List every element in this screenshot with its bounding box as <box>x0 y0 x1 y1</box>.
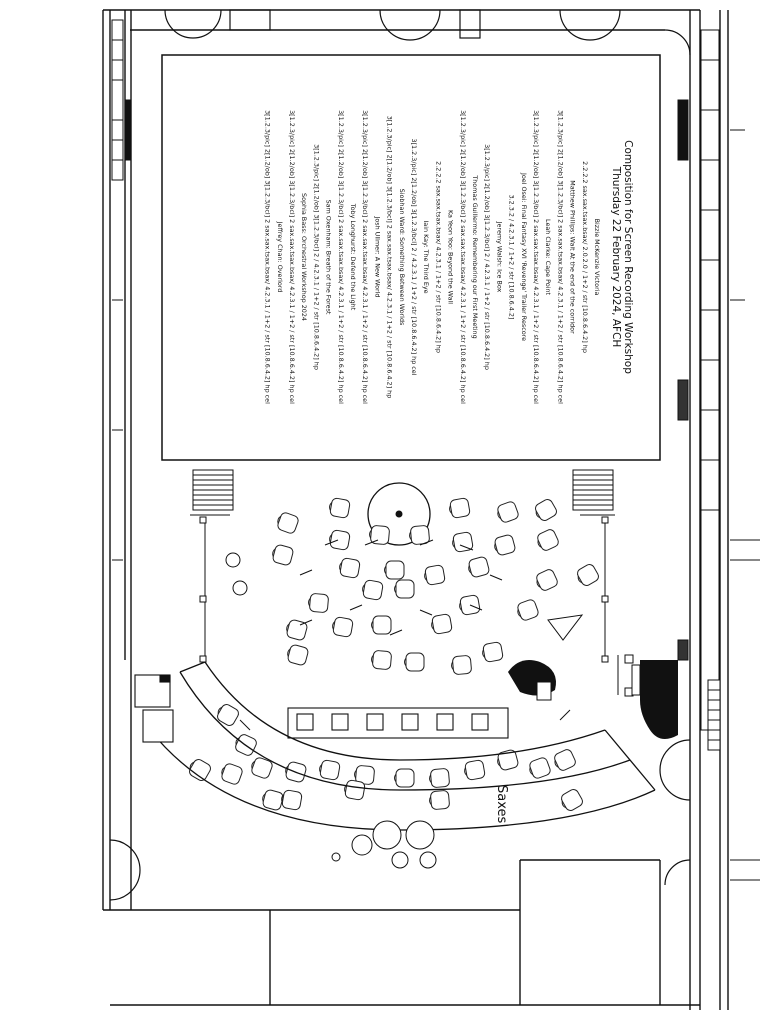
programme-line: 3[1.2.3/pic] 2[1.2/ob] 3[1.2.3/bcl] 2 sa… <box>361 110 369 404</box>
programme-line: 3[1.2.3/pic] 2[1.2/ob] 3[1.2.3/bcl] 2 sa… <box>556 110 564 404</box>
timpani-left <box>225 552 248 596</box>
chair <box>317 758 341 781</box>
programme-line: Leah Clarke: Cape Point <box>544 219 552 296</box>
programme-line: Toby Longhurst: Defend the Light <box>349 203 357 311</box>
right-doors <box>659 739 691 886</box>
right-stairs <box>572 469 614 511</box>
programme-line: Matthew Phillips: Wait At the end of the… <box>569 180 577 334</box>
chair <box>462 759 486 782</box>
programme-line: 3[1.2.3/pic] 2[1.2/ob] 3[1.2.3/bcl] 2 sa… <box>386 116 394 399</box>
chair <box>514 597 541 623</box>
chair <box>457 594 481 617</box>
chair <box>337 556 361 579</box>
chair <box>260 788 285 812</box>
left-wall-details <box>111 19 132 561</box>
harp <box>547 614 584 641</box>
grand-piano-stage <box>508 659 556 701</box>
workshop-programme: Composition for Screen Recording Worksho… <box>264 110 634 404</box>
equipment-boxes <box>134 674 174 743</box>
chair <box>368 524 391 546</box>
programme-line: Iain Kay: The Third Eye <box>422 220 430 293</box>
drum-kit <box>331 820 437 869</box>
programme-line: Ka Yeon Yoo: Beyond the Wall <box>447 210 455 304</box>
chair <box>428 789 451 811</box>
percussion-row <box>287 707 509 739</box>
left-stairs <box>192 469 234 511</box>
chair <box>447 497 471 520</box>
chair <box>248 755 275 781</box>
programme-line: Jeremy Walsh: Ice Box <box>495 221 503 293</box>
programme-line: Thomas Guillermo: Remembering our First … <box>471 174 479 338</box>
chair <box>494 499 521 525</box>
chair <box>218 761 245 787</box>
programme-line: 3[1.2.3/pic] 2[1.2/ob] 3[1.2.3/bcl] 2 / … <box>312 144 320 370</box>
chair <box>327 528 351 551</box>
chair <box>573 562 601 589</box>
chair <box>371 615 392 635</box>
chair <box>384 560 405 580</box>
chair <box>360 578 384 601</box>
programme-line: 3[1.2.3/pic] 2[1.2/ob] 3[1.2.3/bcl] 2 / … <box>483 144 491 370</box>
chair <box>450 531 474 554</box>
chair <box>342 778 366 801</box>
programme-line: Sam Oxenham: Breath of the Forest <box>325 200 333 315</box>
programme-line: 3[1.2.3/pic] 2[1.2/ob] 3[1.2.3/bcl] 2 sa… <box>337 110 345 404</box>
chair <box>531 497 559 524</box>
chair <box>429 613 453 636</box>
chair <box>394 768 415 788</box>
programme-line: 3[1.2.3/pic] 2[1.2/ob] 3[1.2.3/bcl] 2 sa… <box>264 110 272 404</box>
programme-title: Composition for Screen Recording Worksho… <box>622 140 634 374</box>
left-doors <box>109 839 141 901</box>
top-doors <box>164 9 691 56</box>
programme-line: Bizzie McKenzie Victoria <box>593 219 601 296</box>
chair <box>404 652 425 672</box>
chair <box>274 510 301 536</box>
programme-date: Thursday 22 February 2024, AFCH <box>610 166 622 348</box>
chair <box>534 527 561 554</box>
programme-line: 3[1.2.3/pic] 2[1.2/ob] 3[1.2.3/bcl] 2 sa… <box>288 110 296 404</box>
chair <box>370 649 393 671</box>
chair <box>270 543 295 567</box>
chair <box>557 787 585 814</box>
right-wall-details <box>677 29 760 881</box>
programme-line: 3.2.3.2 / 4.2.3.1 / 1+2 / str [10.8.6.4.… <box>508 195 516 320</box>
chair <box>285 643 310 667</box>
programme-line: 2.2.2.2 sax.sax.tsax.bsax/ 4.2.3.1 / 1+2… <box>434 161 442 353</box>
chair <box>307 592 330 614</box>
stage-rails <box>190 514 634 697</box>
chair <box>480 641 504 664</box>
programme-line: Joel Osei: Final Fantasy XVI 'Revenge' T… <box>520 172 528 341</box>
programme-line: 2.2.2.2 sax.sax.tsax.bsax/ 2.0.2.0 / 1+2… <box>581 161 589 353</box>
chair <box>450 654 473 676</box>
programme-line: 3[1.2.3/pic] 2[1.2/ob] 3[1.2.3/bcl] 2 / … <box>410 138 418 375</box>
programme-line: 3[1.2.3/pic] 2[1.2/ob] 3[1.2.3/bcl] 2 sa… <box>532 110 540 404</box>
grand-piano-side <box>631 660 678 739</box>
chair <box>428 767 451 789</box>
chair <box>492 533 517 557</box>
chair <box>394 579 415 599</box>
music-stands <box>239 539 571 731</box>
saxes-label: Saxes <box>494 785 509 824</box>
chair <box>551 747 578 774</box>
screen-panel <box>161 54 661 461</box>
chair <box>327 496 351 519</box>
chair <box>279 788 303 811</box>
programme-line: 3[1.2.3/pic] 2[1.2/ob] 3[1.2.3/bcl] 2 sa… <box>459 110 467 404</box>
programme-line: Josh Ullmer: A New World <box>373 216 381 298</box>
chair <box>466 555 491 579</box>
programme-line: Sophia Bass: Orchestral Workshop 2024 <box>300 193 308 321</box>
programme-line: Jeffrey Chan: Overlord <box>276 221 284 293</box>
programme-lines: Bizzie McKenzie Victoria 2.2.2.2 sax.sax.… <box>264 110 601 404</box>
chair <box>422 564 446 587</box>
chair <box>213 701 241 728</box>
building-walls <box>102 9 729 1010</box>
chair <box>526 755 553 781</box>
chair <box>533 567 560 594</box>
programme-line: Siobhan Ward: Something Between Worlds <box>398 189 406 326</box>
chair <box>284 618 309 642</box>
chair <box>330 615 354 638</box>
